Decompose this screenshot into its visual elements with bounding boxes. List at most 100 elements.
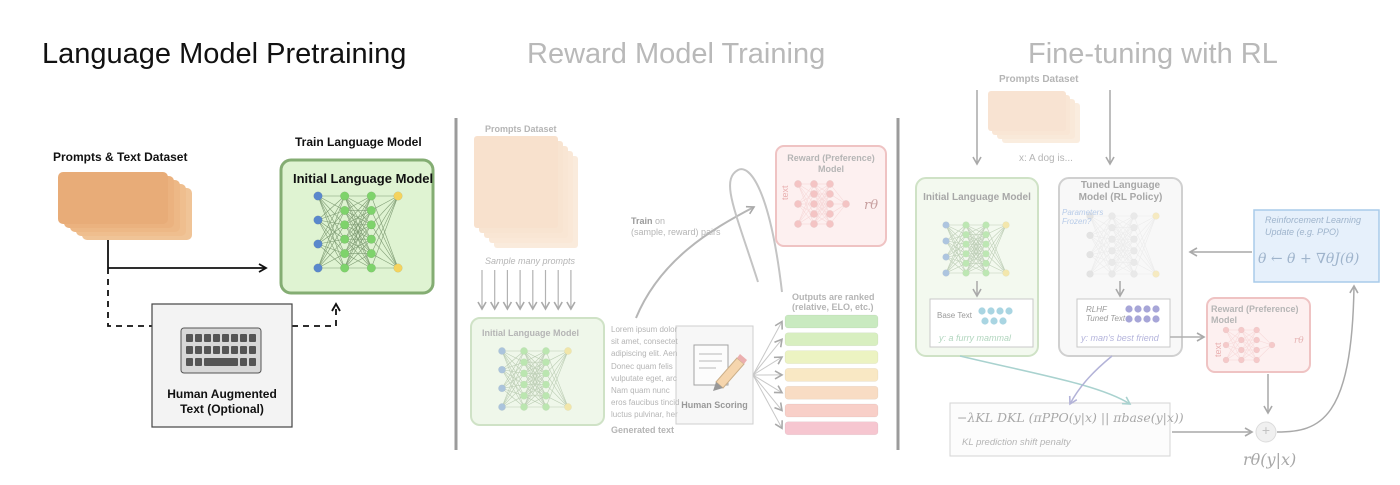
net-edge <box>797 193 815 225</box>
net-edge <box>1111 227 1135 263</box>
net-edge <box>501 362 525 389</box>
net-edge <box>344 238 372 269</box>
dataset-label: Prompts & Text Dataset <box>53 150 188 164</box>
net-edge <box>523 350 547 374</box>
keyboard-key <box>204 358 238 366</box>
net-edge <box>965 244 987 274</box>
net-edge <box>1241 329 1257 351</box>
net-edge <box>1133 262 1157 275</box>
token-dot <box>981 317 989 325</box>
human-label-2: Text (Optional) <box>180 402 264 416</box>
net-node <box>1222 356 1230 364</box>
token-dot <box>1125 315 1133 323</box>
net-edge <box>1089 215 1113 236</box>
net-node <box>942 237 950 245</box>
net-node <box>982 221 990 229</box>
net-edge <box>344 210 372 269</box>
net-node <box>1130 258 1138 267</box>
net-edge <box>317 210 345 221</box>
net-edge <box>945 224 967 245</box>
neural-net-icon <box>498 347 572 411</box>
net-edge <box>965 243 987 255</box>
net-edge <box>523 350 547 396</box>
net-edge <box>501 373 525 389</box>
net-edge <box>1241 339 1257 361</box>
net-edge <box>1111 227 1135 252</box>
sample-label: Sample many prompts <box>485 256 576 266</box>
frozen-label-2: Frozen? <box>1062 217 1092 226</box>
ft-r-small: rθ <box>1294 336 1304 346</box>
net-node <box>942 221 950 229</box>
net-edge <box>1089 215 1113 263</box>
lorem-line: Donec quam felis <box>611 361 673 371</box>
token-dot <box>1143 305 1151 313</box>
net-node <box>1222 326 1230 334</box>
net-edge <box>945 256 967 274</box>
net-edge <box>945 244 967 274</box>
net-edge <box>1089 215 1113 251</box>
net-edge <box>797 183 815 225</box>
net-edge <box>965 224 987 254</box>
net-edge <box>985 224 1007 254</box>
net-edge <box>545 362 569 408</box>
net-node <box>1108 212 1116 220</box>
net-edge <box>501 369 525 396</box>
kl-penalty-box <box>949 402 1171 457</box>
ranked-bar <box>784 332 879 347</box>
keyboard-icon <box>180 327 262 374</box>
neural-net-icon <box>1086 212 1160 278</box>
net-node <box>962 221 970 229</box>
net-edge <box>523 361 547 374</box>
net-edge <box>344 253 372 269</box>
fan-arrow <box>752 320 783 376</box>
net-node <box>810 180 818 188</box>
net-edge <box>501 395 525 408</box>
net-node <box>1152 270 1160 278</box>
net-edge <box>1225 329 1242 361</box>
net-edge <box>1111 238 1135 263</box>
net-node <box>1268 341 1276 349</box>
net-edge <box>317 219 345 254</box>
net-edge <box>501 384 525 389</box>
net-edge <box>523 384 547 397</box>
net-edge <box>945 253 967 258</box>
lorem-line: luctus pulvinar, her <box>611 410 678 420</box>
net-edge <box>523 362 547 396</box>
net-edge <box>1241 349 1257 361</box>
net-edge <box>945 234 967 242</box>
net-edge <box>1111 215 1135 240</box>
net-node <box>826 190 834 198</box>
net-edge <box>1111 215 1135 263</box>
net-edge <box>1089 235 1113 252</box>
net-edge <box>317 195 345 269</box>
net-edge <box>1089 250 1113 255</box>
net-node <box>393 263 403 273</box>
net-edge <box>965 224 987 274</box>
net-node <box>810 210 818 218</box>
net-edge <box>523 373 547 397</box>
net-edge <box>1111 215 1135 251</box>
net-node <box>1086 212 1094 220</box>
ranked-bar <box>784 314 879 329</box>
net-edge <box>317 243 345 254</box>
net-edge <box>1111 215 1135 263</box>
net-edge <box>317 219 345 269</box>
net-edge <box>965 224 987 254</box>
keyboard-key <box>240 358 247 366</box>
keyboard-key <box>186 334 193 342</box>
net-edge <box>1089 227 1113 255</box>
net-edge <box>965 253 987 264</box>
rl-formula: θ ← θ + ∇θJ(θ) <box>1258 251 1360 267</box>
net-edge <box>1256 344 1273 351</box>
net-edge <box>1225 344 1242 351</box>
net-node <box>1108 258 1116 267</box>
keyboard-key <box>213 346 220 354</box>
net-edge <box>1089 262 1113 275</box>
token-dot <box>1134 305 1142 313</box>
net-edge <box>1111 250 1135 263</box>
net-edge <box>523 350 547 408</box>
net-edge <box>317 210 345 245</box>
lorem-line: sit amet, consectet <box>611 337 678 347</box>
net-edge <box>945 224 967 274</box>
